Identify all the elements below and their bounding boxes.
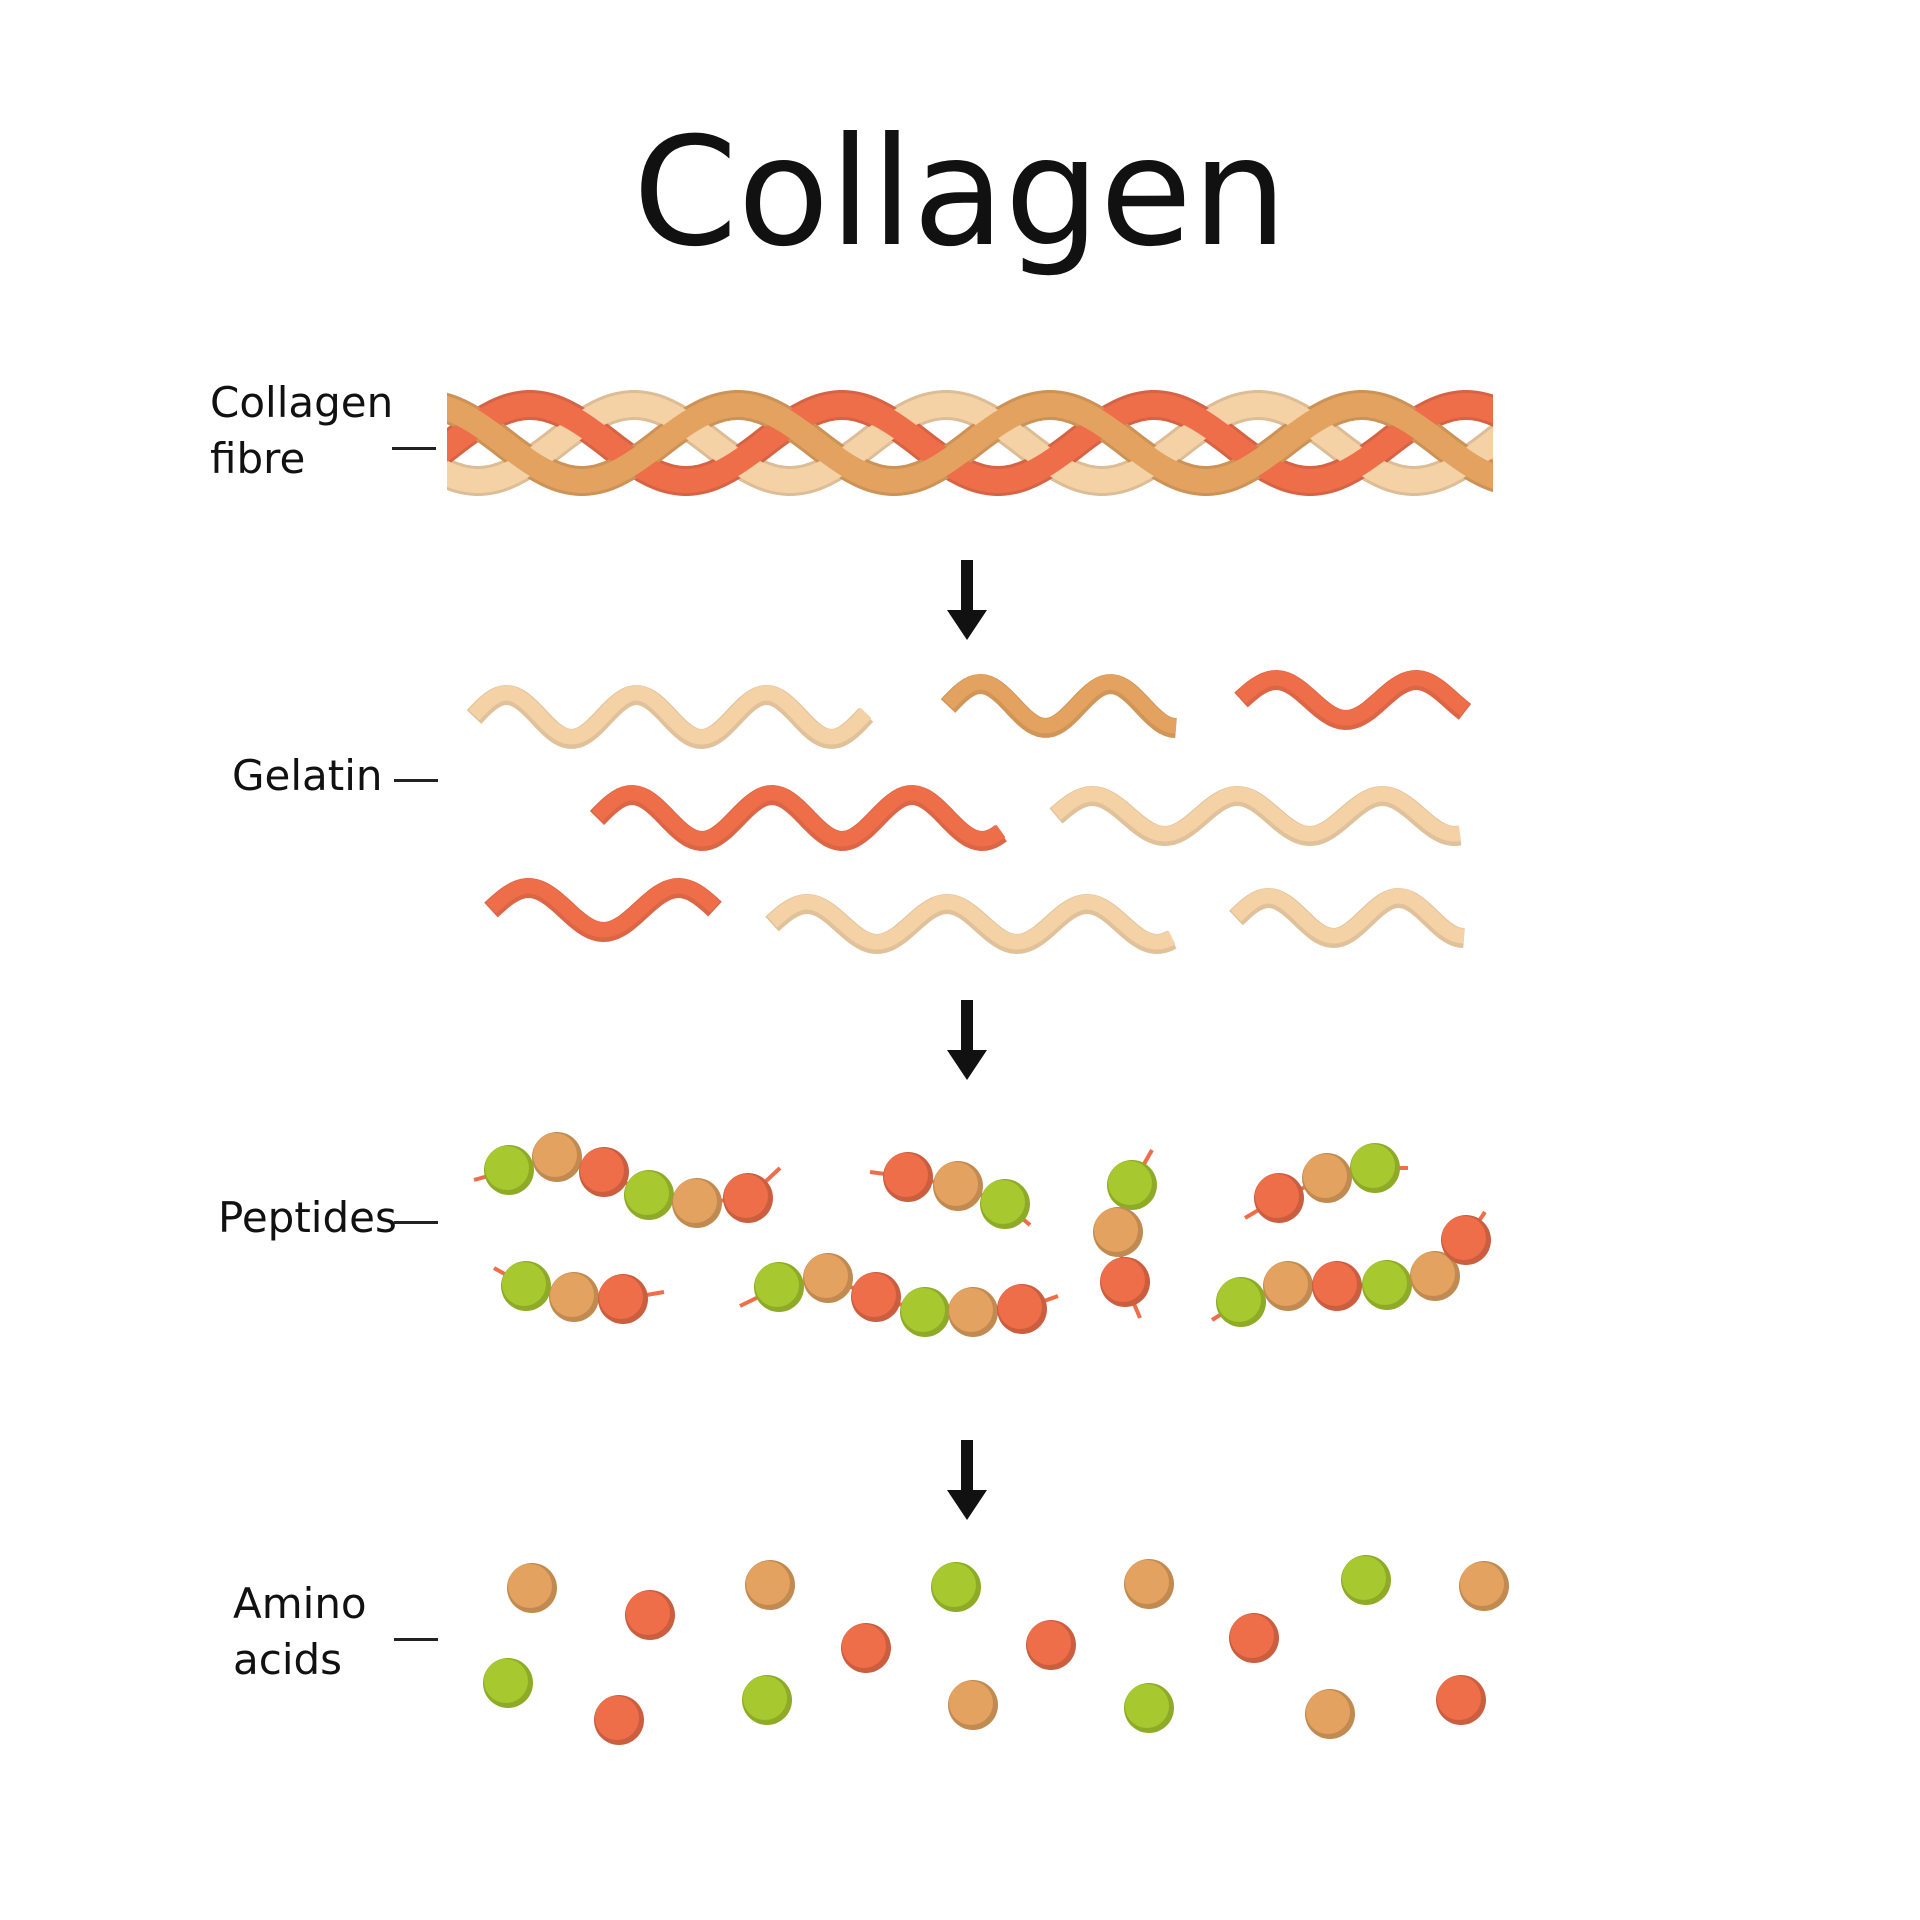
label-line: Amino xyxy=(233,1579,367,1628)
amino-acid-bead xyxy=(484,1659,528,1703)
label-leader-line xyxy=(392,447,436,450)
amino-bead xyxy=(934,1162,978,1206)
amino-bead xyxy=(1255,1174,1299,1218)
page-title: Collagen xyxy=(632,106,1288,280)
amino-bead xyxy=(981,1180,1025,1224)
amino-bead xyxy=(1363,1261,1407,1305)
peptide-chain xyxy=(493,1261,665,1324)
label-leader-line xyxy=(394,779,438,782)
gelatin-strands xyxy=(466,669,1472,955)
amino-bead xyxy=(1217,1278,1261,1322)
label-leader-line xyxy=(394,1638,438,1641)
amino-acid-bead xyxy=(746,1561,790,1605)
gelatin-strand xyxy=(1051,786,1461,842)
label-line: Gelatin xyxy=(232,751,383,800)
amino-acid-bead xyxy=(1230,1614,1274,1658)
process-arrows xyxy=(947,560,987,1520)
collagen-fibre-braid xyxy=(447,390,1493,496)
label-gelatin: Gelatin xyxy=(232,748,383,804)
label-collagen-fibre: Collagen fibre xyxy=(210,375,393,487)
amino-acid-beads xyxy=(483,1555,1509,1745)
peptide-chain xyxy=(1210,1210,1491,1327)
peptide-chain xyxy=(1243,1143,1408,1223)
amino-bead xyxy=(1094,1208,1138,1252)
amino-acid-bead xyxy=(842,1624,886,1668)
amino-bead xyxy=(533,1133,577,1177)
amino-acid-bead xyxy=(932,1563,976,1607)
label-peptides: Peptides xyxy=(218,1190,397,1246)
amino-bead xyxy=(724,1174,768,1218)
down-arrow-icon xyxy=(947,1440,987,1520)
label-line: Peptides xyxy=(218,1193,397,1242)
label-line: fibre xyxy=(210,434,306,483)
amino-bead xyxy=(502,1262,546,1306)
peptide-chain xyxy=(869,1152,1032,1229)
gelatin-strand xyxy=(1230,888,1465,944)
amino-bead xyxy=(625,1171,669,1215)
label-leader-line xyxy=(394,1221,438,1224)
helix-strand xyxy=(447,393,1493,493)
amino-bead xyxy=(1313,1262,1357,1306)
gelatin-strand xyxy=(1235,670,1470,726)
gelatin-strand xyxy=(942,674,1177,734)
amino-bead xyxy=(901,1288,945,1332)
gelatin-strand xyxy=(485,878,721,938)
peptide-chain xyxy=(739,1253,1059,1337)
amino-acid-bead xyxy=(1027,1621,1071,1665)
amino-bead xyxy=(1303,1154,1347,1198)
amino-acid-bead xyxy=(626,1591,670,1635)
amino-acid-bead xyxy=(1125,1560,1169,1604)
peptide-chain xyxy=(473,1132,782,1228)
gelatin-strand xyxy=(591,785,1006,847)
helix-strand xyxy=(447,393,1493,493)
amino-bead xyxy=(580,1148,624,1192)
amino-acid-bead xyxy=(949,1681,993,1725)
amino-acid-bead xyxy=(508,1564,552,1608)
down-arrow-icon xyxy=(947,1000,987,1080)
amino-acid-bead xyxy=(743,1676,787,1720)
gelatin-strand xyxy=(766,894,1176,950)
label-amino-acids: Amino acids xyxy=(233,1576,367,1688)
amino-bead xyxy=(755,1263,799,1307)
amino-bead xyxy=(884,1153,928,1197)
amino-bead xyxy=(485,1146,529,1190)
amino-acid-bead xyxy=(1125,1684,1169,1728)
amino-bead xyxy=(1351,1144,1395,1188)
amino-bead xyxy=(1411,1252,1455,1296)
amino-acid-bead xyxy=(1342,1556,1386,1600)
label-line: Collagen xyxy=(210,378,394,427)
peptide-chains xyxy=(473,1132,1491,1337)
amino-bead xyxy=(599,1275,643,1319)
amino-bead xyxy=(949,1288,993,1332)
amino-bead xyxy=(852,1273,896,1317)
amino-acid-bead xyxy=(595,1696,639,1740)
peptide-chain xyxy=(1093,1149,1157,1319)
amino-acid-bead xyxy=(1306,1690,1350,1734)
amino-bead xyxy=(1442,1216,1486,1260)
amino-bead xyxy=(1101,1258,1145,1302)
label-line: acids xyxy=(233,1635,343,1684)
amino-bead xyxy=(804,1254,848,1298)
down-arrow-icon xyxy=(947,560,987,640)
gelatin-strand xyxy=(468,685,872,745)
amino-bead xyxy=(1264,1262,1308,1306)
amino-acid-bead xyxy=(1460,1562,1504,1606)
amino-acid-bead xyxy=(1437,1676,1481,1720)
amino-bead xyxy=(673,1179,717,1223)
amino-bead xyxy=(550,1273,594,1317)
amino-bead xyxy=(1108,1161,1152,1205)
amino-bead xyxy=(998,1285,1042,1329)
